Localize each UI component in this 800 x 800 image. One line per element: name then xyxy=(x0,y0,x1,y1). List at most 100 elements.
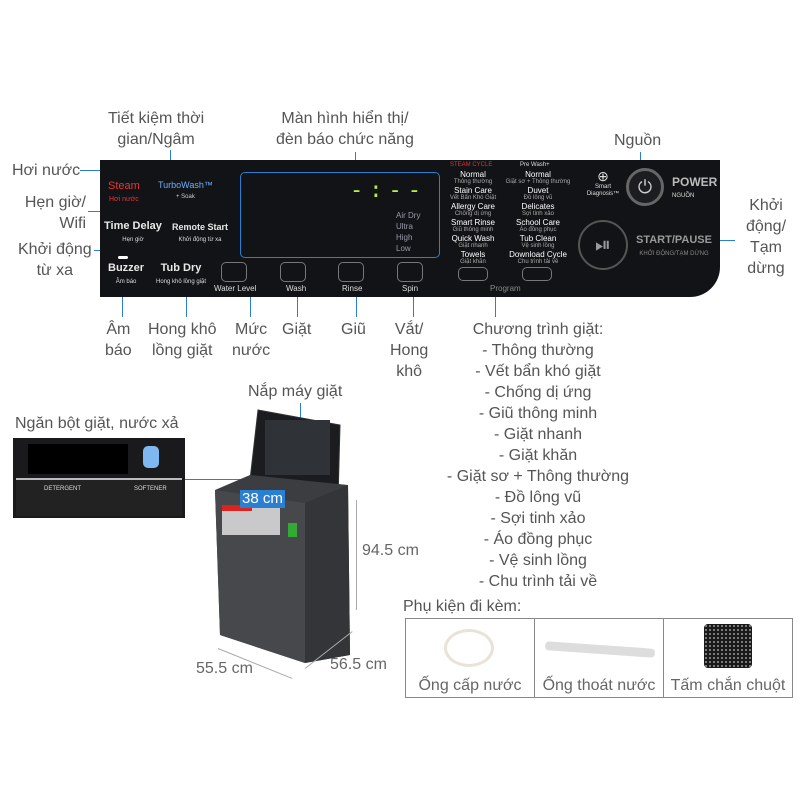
program-name-vi: Áo đồng phục xyxy=(519,227,557,233)
label-soak: Tiết kiệm thời gian/Ngâm xyxy=(108,110,205,148)
buzzer-vi: Âm báo xyxy=(115,279,137,285)
remote-start-label: Remote Start xyxy=(172,222,229,232)
label-tubdry: Hong khô lồng giặt xyxy=(148,321,217,359)
program-item: - Áo đồng phục xyxy=(483,531,593,548)
program-button-left[interactable] xyxy=(458,267,488,281)
label-water: Mức nước xyxy=(232,321,271,359)
smart-diag-label: Smart Diagnosis™ xyxy=(586,184,620,197)
programs-title: Chương trình giặt: xyxy=(472,321,604,338)
program-name-vi: Vệ sinh lồng xyxy=(521,243,555,249)
program-name: Towels xyxy=(460,250,486,259)
program-name: Delicates xyxy=(521,202,555,211)
softener-label: SOFTENER xyxy=(134,486,167,492)
accessory-label: Tấm chắn chuột xyxy=(670,677,786,694)
display-area xyxy=(240,172,440,258)
label-display: Màn hình hiển thị/ đèn báo chức năng xyxy=(276,110,414,148)
power-icon: ⏻ xyxy=(637,177,653,197)
start-pause-button[interactable]: ⏯ xyxy=(578,220,628,270)
pre-wash-label: Pre Wash+ xyxy=(520,162,550,168)
program-item: - Chu trình tải về xyxy=(478,573,598,590)
program-name: Allergy Care xyxy=(450,202,495,211)
drain-hose-image xyxy=(544,641,656,658)
accessory-rodent-guard: Tấm chắn chuột xyxy=(664,619,792,697)
program-name: Tub Clean xyxy=(519,234,557,243)
label-remote: Khởi động từ xa xyxy=(18,241,92,279)
power-button[interactable]: ⏻ xyxy=(626,168,664,206)
program-item: - Giặt khăn xyxy=(498,447,578,464)
rinse-button[interactable] xyxy=(338,262,364,282)
height-dimension: 94.5 cm xyxy=(362,542,419,559)
depth-left-dimension: 55.5 cm xyxy=(196,660,253,677)
accessory-label: Ống cấp nước xyxy=(418,677,522,694)
program-name-vi: Giặt khăn xyxy=(460,259,486,265)
label-spin: Vắt/ Hong khô xyxy=(390,321,429,380)
start-pause-vi: KHỞI ĐỘNG/TẠM DỪNG xyxy=(639,251,709,257)
buzzer-label: Buzzer xyxy=(108,262,145,274)
label-buzzer: Âm báo xyxy=(105,321,132,359)
rodent-guard-image xyxy=(704,624,752,668)
dry-level: Air Dry xyxy=(396,211,421,220)
program-name-vi: Thông thường xyxy=(453,179,493,185)
smart-diagnosis-icon: ⊕ xyxy=(597,168,609,184)
program-item: - Vết bẩn khó giặt xyxy=(475,363,601,380)
rinse-label: Rinse xyxy=(342,284,363,293)
label-power: Nguồn xyxy=(614,132,662,149)
spin-button[interactable] xyxy=(397,262,423,282)
water-level-button[interactable] xyxy=(221,262,247,282)
wash-button[interactable] xyxy=(280,262,306,282)
remote-vi: Khởi động từ xa xyxy=(178,237,222,243)
program-name: Quick Wash xyxy=(451,234,495,243)
program-name-vi: Đồ lông vũ xyxy=(523,195,553,201)
display-digits: -:-- xyxy=(350,178,427,203)
program-name: Stain Care xyxy=(454,186,492,195)
accessories-table: Ống cấp nước Ống thoát nước Tấm chắn chu… xyxy=(405,618,793,698)
detergent-label: DETERGENT xyxy=(44,486,82,492)
smart-diagnosis[interactable]: ⊕Smart Diagnosis™ xyxy=(586,168,620,198)
width-dimension: 38 cm xyxy=(240,490,285,508)
height-arrow xyxy=(356,500,357,610)
tub-dry-vi: Hong khô lồng giặt xyxy=(156,279,207,285)
buzzer-button[interactable]: Buzzer Âm báo xyxy=(108,262,144,287)
label-wash: Giặt xyxy=(282,321,312,338)
label-lid: Nắp máy giặt xyxy=(248,383,343,400)
wash-label: Wash xyxy=(286,284,307,293)
program-name-vi: Giặt nhanh xyxy=(458,243,488,249)
program-item: - Vệ sinh lồng xyxy=(489,552,587,569)
turbowash-button[interactable]: TurboWash™+ Soak xyxy=(158,180,213,202)
steam-vi: Hơi nước xyxy=(108,196,139,203)
program-label: Program xyxy=(490,284,521,293)
program-item: - Giặt sơ + Thông thường xyxy=(446,468,630,485)
program-item: - Sợi tinh xảo xyxy=(490,510,586,527)
power-vi: NGUỒN xyxy=(672,193,695,199)
program-name: Normal xyxy=(460,170,486,179)
turbo-sub: + Soak xyxy=(176,194,195,200)
accessory-label: Ống thoát nước xyxy=(542,677,656,694)
program-name: Smart Rinse xyxy=(450,218,495,227)
label-steam: Hơi nước xyxy=(12,162,81,179)
program-name: Download Cycle xyxy=(509,250,567,259)
program-name: Normal xyxy=(525,170,551,179)
program-name-vi: Chống dị ứng xyxy=(454,211,492,217)
buzzer-indicator xyxy=(118,256,128,259)
program-item: - Đồ lông vũ xyxy=(494,489,582,506)
program-name-vi: Sợi tinh xảo xyxy=(522,211,554,217)
drawer-front: DETERGENT SOFTENER xyxy=(16,478,182,516)
program-button-right[interactable] xyxy=(522,267,552,281)
